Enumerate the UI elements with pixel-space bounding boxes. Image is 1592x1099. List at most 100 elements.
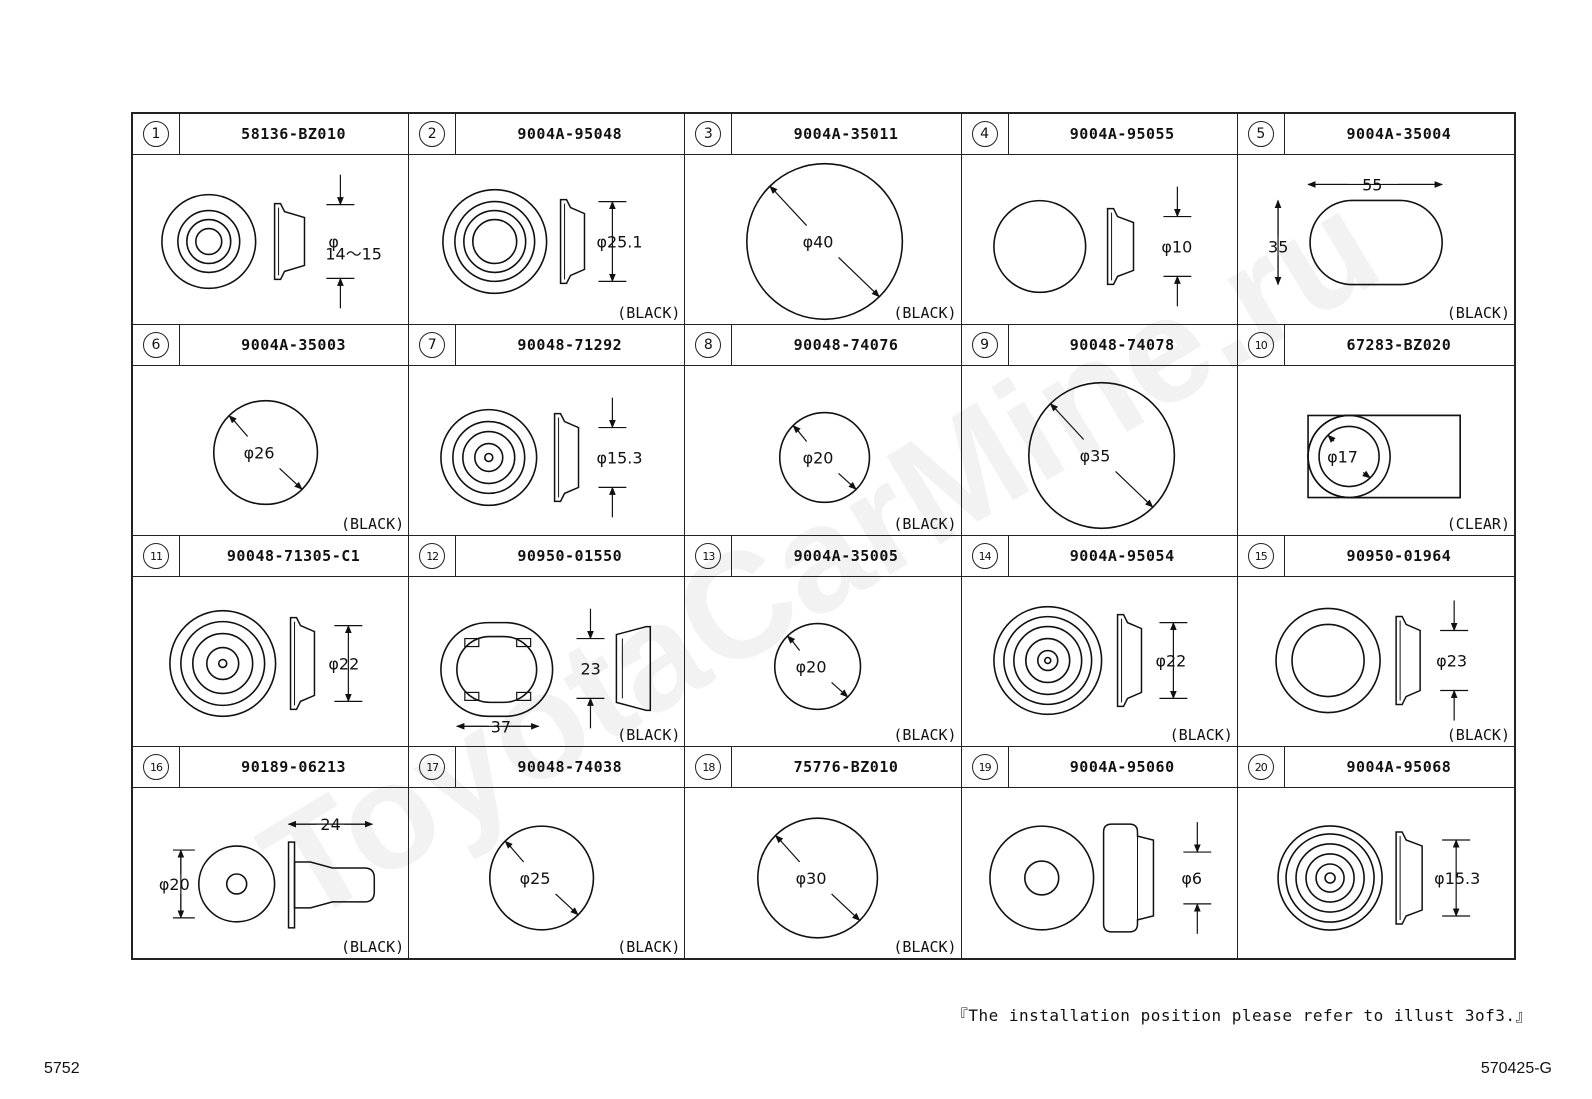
dimension-label: φ35 (1079, 446, 1110, 465)
item-number-circle: 4 (971, 121, 998, 147)
part-drawing: φ35 (962, 366, 1237, 535)
item-number: 4 (962, 114, 1009, 154)
part-drawing: φ25 (409, 788, 684, 958)
part-drawing: φ40 (685, 155, 960, 324)
item-number: 19 (962, 747, 1009, 787)
page-number: 5752 (44, 1060, 80, 1077)
dimension-label-secondary: 24 (320, 815, 340, 834)
item-number-circle: 5 (1247, 121, 1274, 147)
color-label: (CLEAR) (1446, 515, 1510, 533)
part-drawing: 37 23 (409, 577, 684, 746)
dimension-label: φ26 (244, 443, 275, 462)
item-number: 8 (685, 325, 733, 365)
part-drawing-svg: 35 55 (1268, 175, 1443, 286)
part-drawing-svg: φ20 (774, 622, 862, 711)
dimension-label: φ20 (796, 657, 827, 676)
part-drawing-svg: φ25.1 (442, 188, 643, 295)
item-number-circle: 1 (143, 121, 169, 147)
dimension-label: φ15.3 (1434, 869, 1480, 888)
item-number-circle: 18 (695, 754, 722, 780)
part-header: 6 9004A-35003 (133, 325, 409, 366)
part-drawing-svg: φ17 (1307, 414, 1461, 499)
part-drawing-svg: φ20 24 (159, 815, 376, 929)
part-drawing: φ20 (685, 366, 960, 535)
dimension-label: φ6 (1181, 869, 1202, 888)
dimension-label: φ30 (796, 869, 827, 888)
dimension-label: φ20 (159, 875, 190, 894)
item-number: 9 (962, 325, 1009, 365)
color-label: (BLACK) (893, 938, 957, 956)
part-drawing: φ25.1 (409, 155, 684, 324)
part-drawing: φ22 (962, 577, 1237, 746)
part-number: 9004A-35004 (1346, 125, 1452, 143)
part-cell: 11 90048-71305-C1 φ22 (133, 536, 410, 747)
color-label: (BLACK) (617, 938, 681, 956)
item-number: 6 (133, 325, 180, 365)
item-number: 17 (409, 747, 457, 787)
part-drawing-svg: 37 23 (440, 608, 652, 736)
item-number-circle: 17 (419, 754, 446, 780)
part-drawing-svg: φ35 (1027, 381, 1175, 530)
part-drawing-svg: φ23 (1275, 600, 1468, 721)
part-number: 90048-74078 (1069, 336, 1175, 354)
part-header: 20 9004A-95068 (1237, 747, 1514, 788)
item-number: 3 (685, 114, 733, 154)
part-drawing-svg: φ22 (992, 605, 1187, 716)
part-number: 90048-71305-C1 (226, 547, 361, 565)
part-drawing: φ15.3 (1238, 788, 1514, 958)
dimension-label: 14～15 (325, 244, 382, 263)
color-label: (BLACK) (617, 726, 681, 744)
part-number: 90189-06213 (241, 758, 347, 776)
part-number: 9004A-95068 (1346, 758, 1452, 776)
part-drawing: φ20 (685, 577, 960, 746)
part-number: 9004A-95060 (1069, 758, 1175, 776)
part-drawing: φ15.3 (409, 366, 684, 535)
dimension-label: φ (328, 232, 339, 251)
item-number-circle: 6 (143, 332, 169, 358)
part-drawing: φ30 (685, 788, 960, 958)
part-drawing-svg: φ30 (757, 817, 879, 939)
color-label: (BLACK) (340, 938, 405, 956)
color-label: (BLACK) (893, 515, 957, 533)
part-drawing-svg: φ40 (746, 162, 904, 321)
item-number: 18 (685, 747, 733, 787)
part-drawing: 35 55 (1238, 155, 1514, 324)
part-number: 9004A-35011 (793, 125, 899, 143)
item-number-circle: 7 (419, 332, 446, 358)
part-number: 9004A-95055 (1069, 125, 1175, 143)
item-number: 20 (1238, 747, 1285, 787)
part-number: 90950-01964 (1346, 547, 1452, 565)
part-drawing: φ6 (962, 788, 1237, 958)
part-number: 58136-BZ010 (241, 125, 347, 143)
item-number-circle: 12 (419, 543, 446, 569)
dimension-label-secondary: 37 (491, 717, 511, 736)
part-header: 5 9004A-35004 (1237, 114, 1514, 155)
part-drawing: φ20 24 (133, 788, 408, 958)
color-label: (BLACK) (893, 726, 957, 744)
part-number: 9004A-35003 (241, 336, 347, 354)
item-number: 15 (1238, 536, 1285, 576)
part-header: 3 9004A-35011 (685, 114, 961, 155)
item-number-circle: 11 (143, 543, 169, 569)
part-drawing-svg: φ15.3 (440, 397, 643, 518)
part-number: 9004A-35005 (793, 547, 899, 565)
dimension-label: φ23 (1436, 652, 1467, 671)
part-drawing: φ22 (133, 577, 408, 746)
part-header: 15 90950-01964 (1237, 536, 1514, 577)
part-drawing-svg: φ25 (489, 825, 595, 931)
installation-note: 『The installation position please refer … (951, 1006, 1532, 1025)
